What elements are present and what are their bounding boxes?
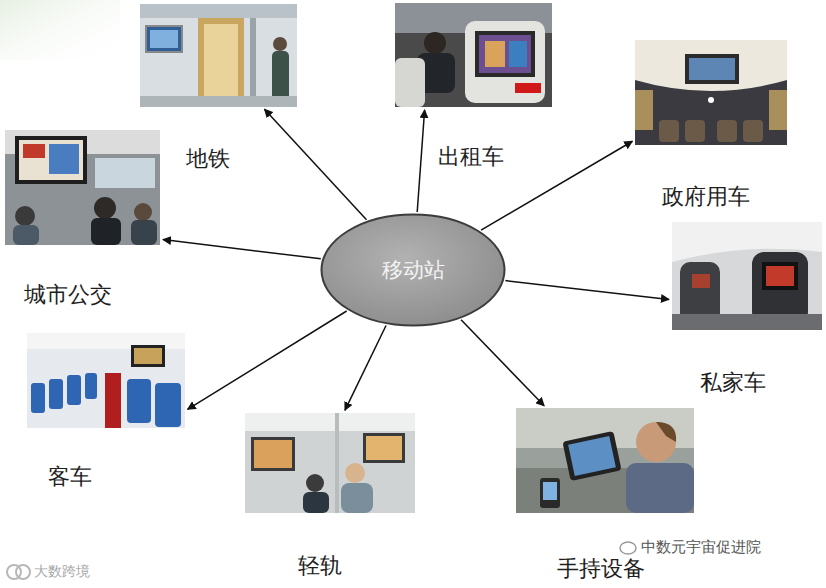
arrow-connector [461, 320, 544, 406]
city-bus-photo [5, 130, 160, 245]
government-car-photo [635, 40, 787, 145]
taxi-photo [395, 3, 552, 107]
subway-photo [140, 4, 297, 107]
coach-photo [27, 333, 185, 428]
destination-label: 政府用车 [662, 184, 750, 210]
arrow-connector [417, 110, 424, 212]
arrow-connector [188, 311, 347, 409]
destination-box: 私家车 [672, 222, 822, 330]
corner-tint [0, 0, 120, 60]
hub-ellipse: 移动站 [320, 213, 506, 327]
private-car-photo [672, 222, 822, 330]
destination-label: 手持设备 [557, 556, 645, 582]
arrow-connector [163, 240, 321, 259]
destination-label: 出租车 [438, 144, 504, 170]
destination-label: 私家车 [700, 370, 766, 396]
arrow-connector [505, 281, 669, 300]
destination-box: 政府用车 [635, 40, 787, 145]
arrow-connector [264, 109, 366, 219]
destination-box: 客车 [27, 333, 185, 428]
destination-label: 城市公交 [24, 282, 112, 308]
destination-label: 客车 [48, 464, 92, 490]
destination-box: 手持设备 [516, 408, 694, 513]
watermark-icon [7, 542, 636, 579]
hub-label: 移动站 [320, 213, 506, 327]
destination-box: 城市公交 [5, 130, 160, 245]
destination-label: 地铁 [186, 146, 230, 172]
destination-box: 地铁 [140, 4, 297, 107]
arrow-connector [345, 326, 386, 411]
destination-label: 轻轨 [298, 553, 342, 579]
light-rail-photo [245, 413, 415, 513]
destination-box: 出租车 [395, 3, 552, 107]
handheld-photo [516, 408, 694, 513]
destination-box: 轻轨 [245, 413, 415, 513]
watermark: 中数元宇宙促进院 [641, 538, 761, 556]
watermark: 大数跨境 [34, 563, 90, 580]
